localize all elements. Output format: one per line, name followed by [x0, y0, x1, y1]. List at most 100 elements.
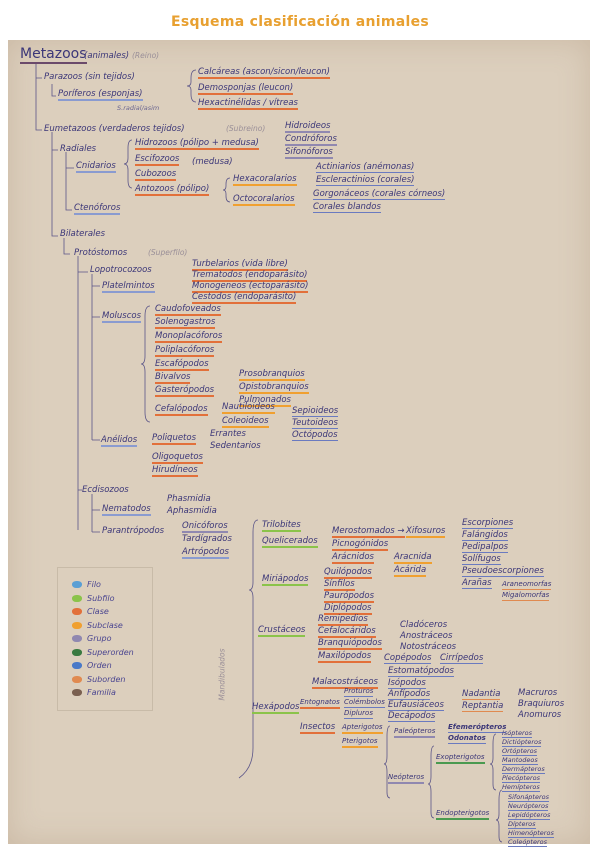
- color-swatch-icon: [72, 662, 82, 669]
- node: Paurópodos: [324, 591, 375, 603]
- node-rank-note: (Superfilo): [148, 248, 188, 257]
- node: Oligoquetos: [152, 452, 203, 464]
- node: Isópteros: [502, 729, 532, 738]
- legend-label: Suborden: [87, 674, 126, 684]
- node: Maxilópodos: [318, 651, 372, 663]
- node: Arácnidos: [332, 552, 374, 564]
- legend-label: Subfilo: [87, 593, 115, 603]
- node: Sifonápteros: [508, 793, 550, 802]
- node: Dípteros: [508, 820, 536, 829]
- node: Araneomorfas: [502, 580, 552, 590]
- color-swatch-icon: [72, 594, 82, 602]
- node: Antozoos (pólipo): [135, 184, 210, 196]
- node: Trilobites: [262, 520, 301, 532]
- node: Demosponjas (leucon): [198, 83, 294, 95]
- node: Pseudoescorpiones: [462, 566, 544, 577]
- legend-item: Superorden: [72, 648, 134, 657]
- node: Malacostráceos: [312, 677, 378, 689]
- node-protostomos: Protóstomos: [74, 248, 128, 258]
- node: Dermápteros: [502, 765, 545, 774]
- node-eumetazoos: Eumetazoos (verdaderos tejidos): [44, 124, 185, 134]
- node: Decápodos: [388, 711, 436, 722]
- legend-item: Suborden: [72, 675, 125, 684]
- node: Crustáceos: [258, 625, 306, 637]
- node: Caudofoveados: [155, 304, 221, 316]
- node: Arañas: [462, 578, 492, 589]
- node: Monogeneos (ectoparásito): [192, 281, 309, 293]
- node: Hexápodos: [252, 702, 300, 714]
- node: Errantes: [210, 429, 246, 439]
- node: Cefalocáridos: [318, 626, 376, 638]
- node: Octocoralarios: [233, 194, 295, 206]
- node: Remipedios: [318, 614, 368, 626]
- legend-item: Orden: [72, 661, 112, 670]
- node: Plecópteros: [502, 774, 540, 783]
- node: Bivalvos: [155, 372, 191, 384]
- node: Endopterigotos: [436, 808, 490, 820]
- node: Sepioideos: [292, 406, 339, 417]
- node: Coleoideos: [222, 416, 269, 428]
- node: Neurópteros: [508, 802, 549, 811]
- node: Eufausiáceos: [388, 700, 444, 711]
- node-ecdisozoos: Ecdisozoos: [82, 485, 129, 495]
- node: Insectos: [300, 722, 336, 734]
- legend-item: Clase: [72, 607, 109, 616]
- node: Anfípodos: [388, 689, 431, 700]
- node: Lepidópteros: [508, 811, 551, 820]
- node: Quilópodos: [324, 567, 372, 579]
- node: Anostráceos: [400, 631, 453, 641]
- node: Escifozoos: [135, 154, 180, 166]
- node: Calcáreas (ascon/sicon/leucon): [198, 67, 330, 79]
- node-artropodos: Artrópodos: [182, 547, 229, 559]
- node: Proturos: [344, 687, 374, 697]
- legend-label: Orden: [87, 661, 112, 670]
- node: Dipluros: [344, 709, 373, 719]
- node: Xifosuros: [406, 526, 446, 538]
- node: Actiniarios (anémonas): [316, 162, 415, 173]
- node: Condróforos: [285, 134, 337, 146]
- color-swatch-icon: [72, 648, 82, 656]
- node-metazoos: Metazoos: [20, 46, 87, 64]
- node: Cestodos (endoparásito): [192, 292, 297, 304]
- legend-item: Filo: [72, 580, 101, 589]
- node-cnidarios: Cnidarios: [76, 161, 116, 173]
- node: Escorpiones: [462, 518, 514, 529]
- node: Cubozoos: [135, 169, 177, 181]
- node: Picnogónidos: [332, 539, 389, 551]
- color-swatch-icon: [72, 621, 82, 629]
- node: Pterigotos: [342, 736, 378, 748]
- legend-label: Subclase: [87, 620, 123, 630]
- node: Exopterigotos: [436, 752, 485, 764]
- color-swatch-icon: [72, 635, 82, 642]
- page-title: Esquema clasificación animales: [170, 14, 430, 30]
- node: Hidrozoos (pólipo + medusa): [135, 138, 259, 150]
- node: Merostomados →: [332, 526, 405, 538]
- node-label: (animales): [84, 51, 130, 61]
- node: Cirrípedos: [440, 653, 484, 664]
- color-swatch-icon: [72, 675, 82, 683]
- color-swatch-icon: [72, 689, 82, 696]
- node-bilaterales: Bilaterales: [60, 229, 106, 239]
- node: Sifonóforos: [285, 147, 333, 159]
- node: Moluscos: [102, 311, 142, 323]
- node: Neópteros: [388, 772, 425, 784]
- node: Dictiópteros: [502, 738, 542, 747]
- node: Escafópodos: [155, 359, 209, 371]
- node: Ortópteros: [502, 747, 538, 756]
- node: Quelicerados: [262, 536, 318, 548]
- node: Monoplacóforos: [155, 331, 223, 343]
- node: Entognatos: [300, 697, 340, 709]
- node: Apterigotos: [342, 722, 383, 734]
- node: Falángidos: [462, 530, 508, 541]
- node: Phasmidia: [167, 494, 211, 504]
- mandibulados-label: Mandibulados: [217, 648, 227, 701]
- node-note: (medusa): [192, 157, 233, 167]
- node-rank-note: (Subreino): [226, 124, 266, 133]
- node-rank-note: (Reino): [132, 51, 160, 60]
- node: Opistobranquios: [239, 382, 309, 394]
- node: Miriápodos: [262, 574, 309, 586]
- legend-item: Familia: [72, 688, 116, 697]
- node-note: S.radial/asim: [117, 104, 160, 112]
